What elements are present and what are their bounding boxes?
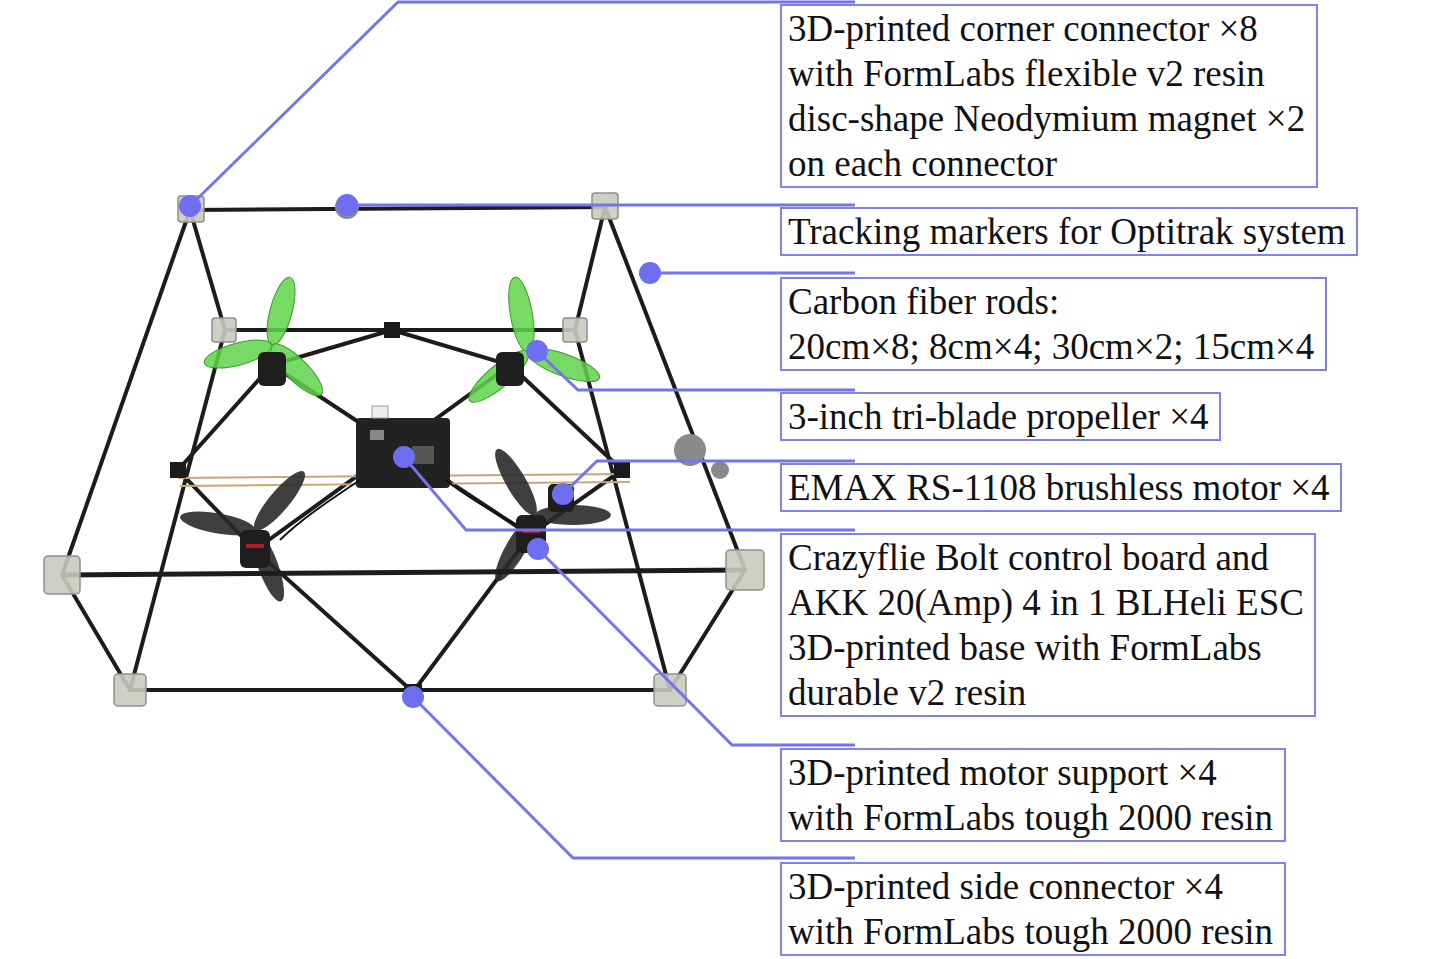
callout-text: disc-shape Neodymium magnet ×2 on each c… — [788, 96, 1308, 186]
side-connector — [614, 462, 630, 478]
callout-box: Carbon fiber rods:20cm×8; 8cm×4; 30cm×2;… — [780, 277, 1327, 371]
chip — [412, 446, 434, 464]
side-connector — [384, 322, 400, 338]
rod — [62, 570, 745, 575]
rod — [130, 688, 670, 692]
blade — [247, 465, 311, 536]
motors — [240, 352, 574, 568]
rod — [190, 210, 225, 330]
callout-text: Tracking markers for Optitrak system — [788, 209, 1346, 254]
leader-dot — [526, 340, 548, 362]
callout-box: Crazyflie Bolt control board and AKK 20(… — [780, 533, 1316, 717]
rod — [392, 330, 510, 365]
callout-box: 3-inch tri-blade propeller ×4 — [780, 392, 1221, 441]
rod — [130, 330, 225, 690]
leader-dot — [527, 538, 549, 560]
connector — [372, 406, 388, 418]
rod — [62, 210, 190, 575]
motor — [258, 352, 286, 386]
callout-box: 3D-printed side connector ×4 with FormLa… — [780, 862, 1286, 956]
callout-text: Crazyflie Bolt control board and AKK 20(… — [788, 535, 1306, 625]
callout-text: EMAX RS-1108 brushless motor ×4 — [788, 465, 1330, 510]
blade — [261, 275, 300, 348]
control-board — [280, 406, 525, 540]
callout-text: Carbon fiber rods: — [788, 279, 1059, 324]
leader-dot — [552, 483, 574, 505]
motor-stripe — [246, 544, 264, 548]
corner-connector — [114, 674, 146, 706]
corner-connector — [44, 556, 80, 594]
corner-connector — [654, 674, 686, 706]
leader-line — [650, 272, 855, 275]
leader-dot — [393, 446, 415, 468]
blade — [463, 344, 535, 410]
tracking-markers — [335, 195, 729, 479]
chip — [370, 430, 384, 440]
front-rod — [62, 570, 745, 575]
side-connectors — [170, 322, 630, 700]
leader-dot — [402, 686, 424, 708]
callout-box: EMAX RS-1108 brushless motor ×4 — [780, 463, 1342, 512]
motor — [496, 352, 524, 386]
corner-connector — [726, 550, 764, 590]
propellers — [178, 275, 611, 605]
leader-line — [347, 204, 855, 207]
callout-box: 3D-printed corner connector ×8 with Form… — [780, 4, 1318, 188]
leader-dot — [639, 262, 661, 284]
rod — [575, 207, 605, 330]
callout-box: 3D-printed motor support ×4 with FormLab… — [780, 748, 1286, 842]
callout-text: 3D-printed base with FormLabs durable v2… — [788, 625, 1264, 715]
board — [356, 418, 450, 488]
corner-connector — [178, 196, 204, 222]
corner-connector — [563, 318, 587, 342]
side-connector — [170, 462, 186, 478]
leader-dot — [336, 194, 358, 216]
corner-connectors — [44, 193, 764, 706]
leader-line — [190, 2, 855, 206]
motor — [240, 530, 270, 568]
callout-text: 3-inch tri-blade propeller ×4 — [788, 394, 1209, 439]
rod — [190, 207, 605, 210]
blade — [488, 444, 543, 520]
marker — [335, 195, 359, 219]
rod — [510, 365, 622, 470]
callout-box: Tracking markers for Optitrak system — [780, 207, 1358, 256]
rod — [178, 365, 272, 470]
callout-text: 20cm×8; 8cm×4; 30cm×2; 15cm×4 — [788, 324, 1314, 369]
leader-dot — [179, 195, 201, 217]
corner-connector — [212, 318, 236, 342]
frame-rods — [62, 207, 745, 692]
callout-text: 3D-printed corner connector ×8 with Form… — [788, 6, 1267, 96]
callout-text: 3D-printed side connector ×4 with FormLa… — [788, 864, 1276, 954]
callout-text: 3D-printed motor support ×4 with FormLab… — [788, 750, 1276, 840]
motor — [548, 484, 574, 512]
marker — [711, 461, 729, 479]
